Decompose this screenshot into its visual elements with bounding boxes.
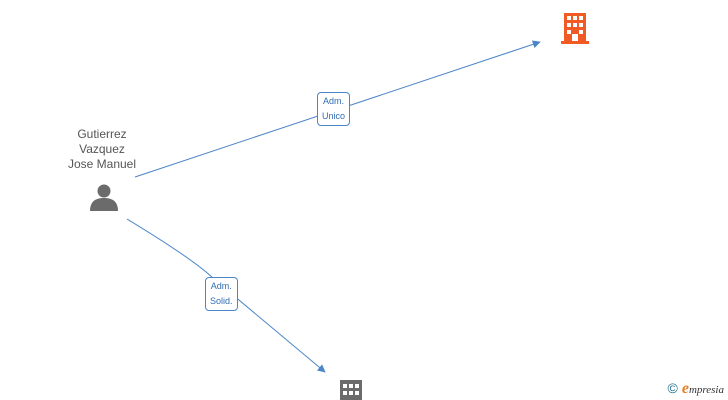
person-name-line: Gutierrez: [77, 127, 127, 141]
person-name-line: Vazquez: [79, 142, 125, 156]
brand-initial: e: [681, 380, 689, 397]
person-name[interactable]: Gutierrez Vazquez Jose Manuel: [52, 127, 152, 172]
person-name-line: Jose Manuel: [67, 157, 137, 171]
relation-label-line: Unico: [322, 111, 346, 121]
brand-name: mpresia: [688, 384, 724, 396]
empresia-watermark: ©empresia: [668, 380, 724, 398]
relation-label-line: Solid.: [210, 296, 233, 306]
building-icon[interactable]: [340, 380, 362, 400]
person-icon[interactable]: [90, 184, 118, 212]
relation-label-adm-solid[interactable]: Adm. Solid.: [205, 277, 238, 311]
relation-label-line: Adm.: [323, 96, 345, 106]
relation-label-line: Adm.: [210, 281, 232, 291]
copyright-icon: ©: [667, 380, 678, 396]
building-icon[interactable]: [561, 13, 589, 44]
relation-label-adm-unico[interactable]: Adm. Unico: [317, 92, 351, 126]
